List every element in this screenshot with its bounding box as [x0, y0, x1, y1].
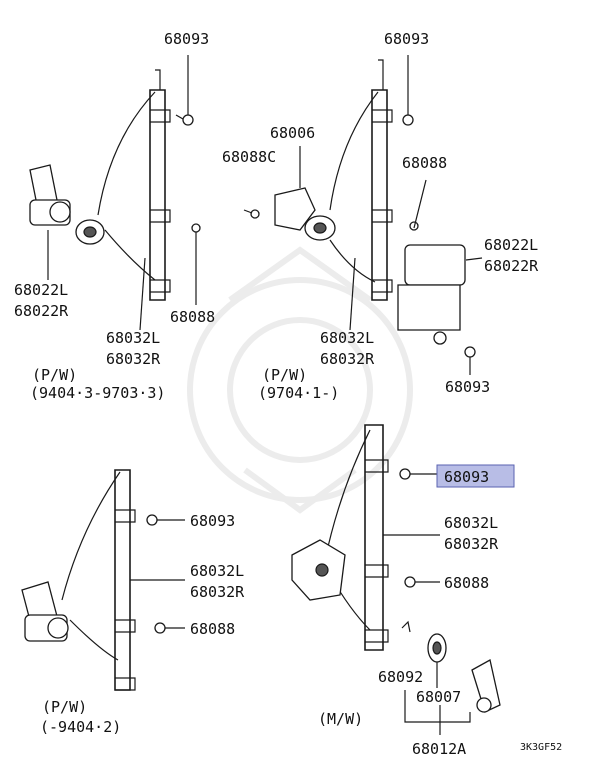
spec-date-range: (9404·3-9703·3) — [30, 384, 165, 402]
callout-68093[interactable]: 68093 — [164, 30, 209, 48]
spec-label: (P/W) — [42, 698, 87, 716]
callout-68022r[interactable]: 68022R — [14, 302, 69, 320]
callout-68032l[interactable]: 68032L — [106, 329, 160, 347]
callout-68007[interactable]: 68007 — [416, 688, 461, 706]
callout-68012a[interactable]: 68012A — [412, 740, 466, 758]
regulator-group-3 — [21, 469, 185, 691]
callout-68006[interactable]: 68006 — [270, 124, 315, 142]
spec-label: (P/W) — [32, 366, 77, 384]
callout-68032r[interactable]: 68032R — [190, 583, 245, 601]
regulator-group-2 — [243, 55, 483, 375]
selected-part-highlight — [436, 464, 515, 488]
callout-68088c[interactable]: 68088C — [222, 148, 276, 166]
regulator-group-4 — [291, 424, 501, 735]
callout-68088[interactable]: 68088 — [444, 574, 489, 592]
callout-68093[interactable]: 68093 — [190, 512, 235, 530]
callout-68088[interactable]: 68088 — [170, 308, 215, 326]
spec-date-range: (-9404·2) — [40, 718, 121, 736]
callout-68032r[interactable]: 68032R — [320, 350, 375, 368]
callout-68032l[interactable]: 68032L — [320, 329, 374, 347]
spec-label: (P/W) — [262, 366, 307, 384]
callout-68088[interactable]: 68088 — [402, 154, 447, 172]
callout-68032r[interactable]: 68032R — [444, 535, 499, 553]
callout-68032r[interactable]: 68032R — [106, 350, 161, 368]
callout-68093-selected[interactable]: 68093 — [444, 468, 489, 486]
callout-68022r[interactable]: 68022R — [484, 257, 539, 275]
callout-68032l[interactable]: 68032L — [190, 562, 244, 580]
diagram-code: 3K3GF52 — [520, 742, 562, 753]
watermark-logo — [187, 246, 413, 514]
callout-68093[interactable]: 68093 — [445, 378, 490, 396]
callout-68022l[interactable]: 68022L — [14, 281, 68, 299]
callout-68092[interactable]: 68092 — [378, 668, 423, 686]
callout-68088[interactable]: 68088 — [190, 620, 235, 638]
spec-label: (M/W) — [318, 710, 363, 728]
callout-68093[interactable]: 68093 — [384, 30, 429, 48]
spec-date-range: (9704·1-) — [258, 384, 339, 402]
callout-68022l[interactable]: 68022L — [484, 236, 538, 254]
regulator-group-1 — [29, 55, 201, 331]
callout-68032l[interactable]: 68032L — [444, 514, 498, 532]
